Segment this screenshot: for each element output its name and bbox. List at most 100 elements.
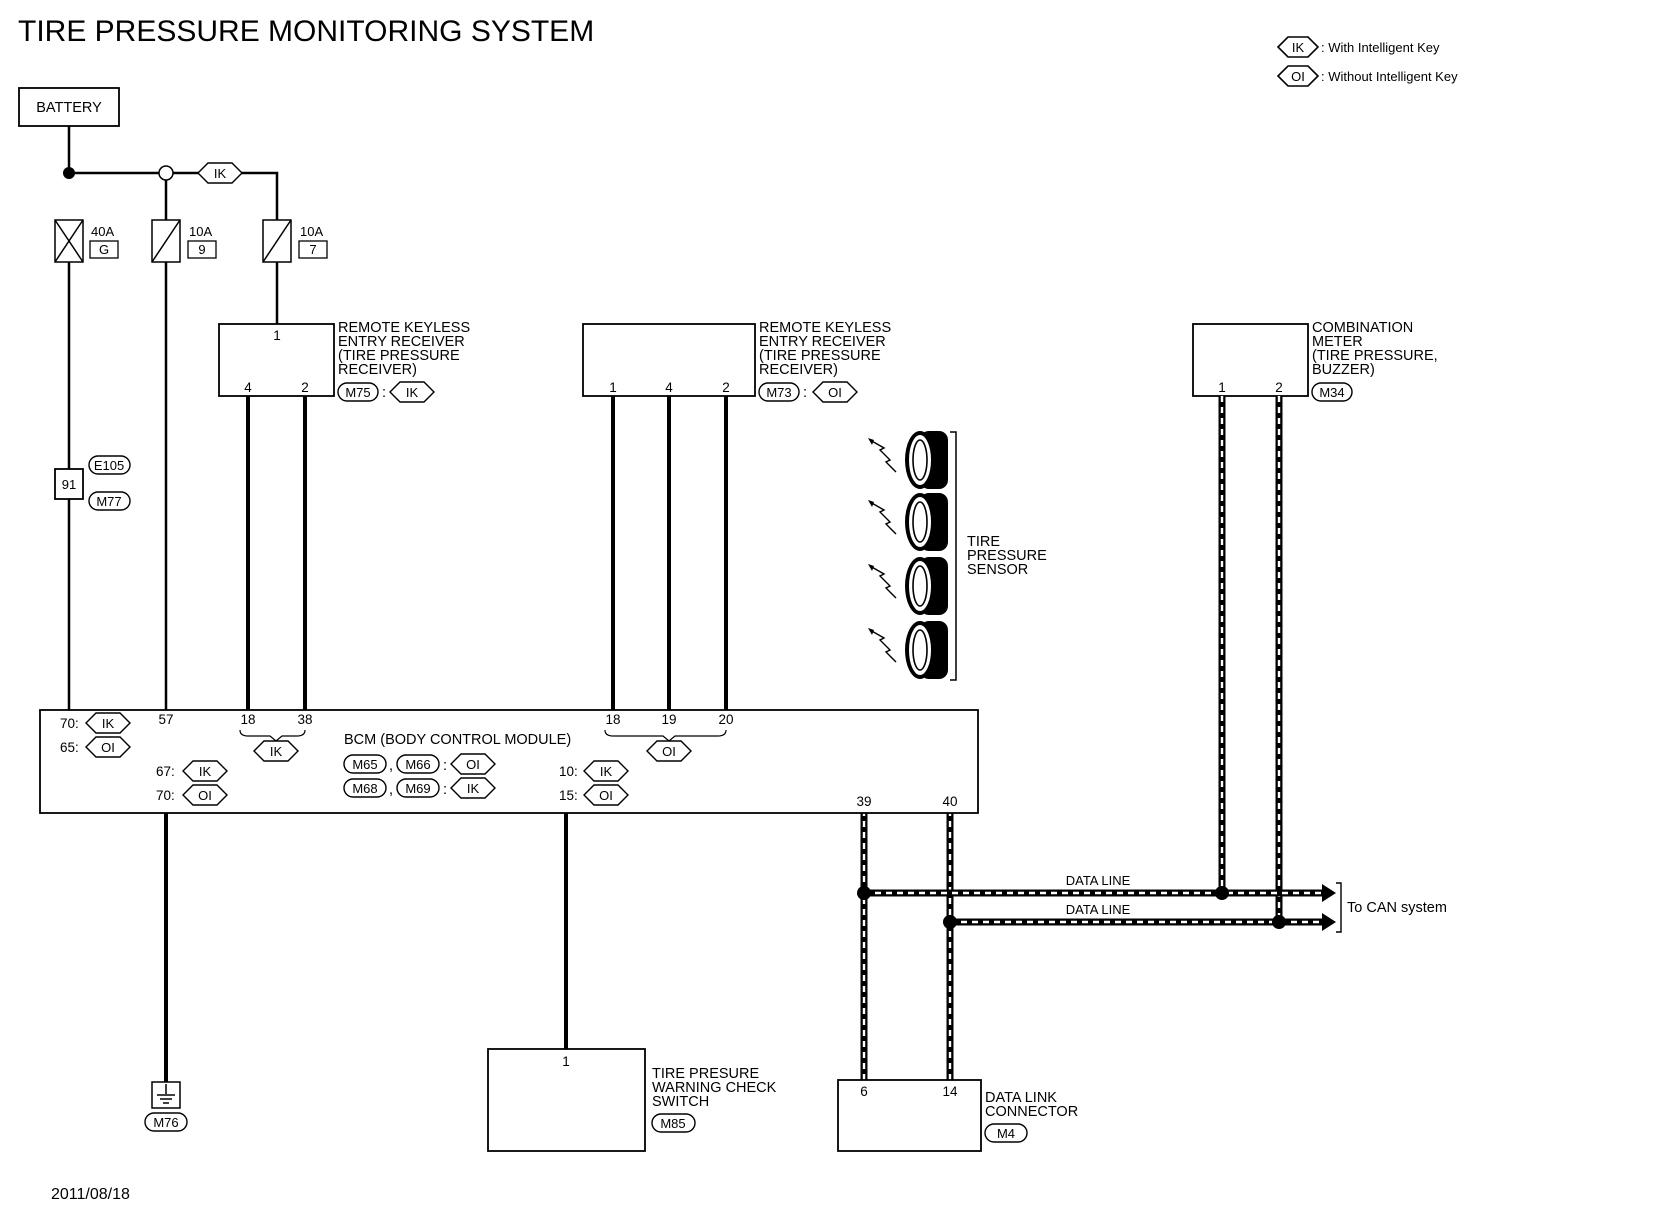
data-link-connector-pin-6: 6 — [860, 1084, 868, 1099]
fuse-10a-9-amp: 10A — [189, 224, 212, 239]
legend-ik-tag: IK — [1276, 36, 1320, 58]
bcm-pin-70-oi: 70: — [156, 788, 175, 803]
combination-meter-label-3: (TIRE PRESSURE, — [1312, 348, 1438, 364]
svg-text:OI: OI — [198, 788, 212, 803]
legend-ik-tag-text: IK — [1292, 40, 1305, 55]
bcm-pin-70: 70: — [60, 716, 79, 731]
rke-receiver-ik-colon: : — [382, 385, 386, 401]
rke-receiver-oi-label-1: REMOTE KEYLESS — [759, 320, 891, 336]
warning-switch-box — [487, 1048, 646, 1152]
fuse-10a-7-amp: 10A — [300, 224, 323, 239]
rke-receiver-ik-connector: M75 — [337, 382, 379, 402]
legend-ik-text: : With Intelligent Key — [1321, 40, 1440, 55]
rke-receiver-ik-label-1: REMOTE KEYLESS — [338, 320, 470, 336]
bcm-box — [39, 709, 979, 814]
bcm-connector-ik-tag: IK — [450, 777, 496, 799]
svg-text:M69: M69 — [405, 781, 430, 796]
rke-receiver-oi-tag-text: OI — [828, 385, 842, 400]
can-data-wires — [857, 396, 1336, 1080]
tire-icon — [904, 430, 949, 490]
bcm-connector-colon-2: : — [443, 782, 447, 798]
bcm-pin-40: 40 — [942, 794, 957, 809]
ground-icon — [151, 1081, 181, 1109]
data-link-connector-label-2: CONNECTOR — [985, 1104, 1078, 1120]
warning-switch-connector: M85 — [651, 1113, 696, 1133]
bcm-pin-65-tag: OI — [85, 736, 131, 758]
combination-meter-connector: M34 — [1311, 382, 1353, 402]
radio-wave-icon — [867, 437, 897, 473]
joint-connector-box — [54, 468, 84, 500]
combination-meter-pin-1: 1 — [1218, 380, 1226, 395]
warning-switch-connector-text: M85 — [660, 1116, 685, 1131]
bcm-pin-67-tag: IK — [182, 760, 228, 782]
joint-connector-m77: M77 — [88, 491, 131, 511]
date-stamp: 2011/08/18 — [51, 1186, 130, 1203]
bcm-pin-labels: 70: IK 65: OI 57 18 38 IK 18 19 20 OI 67… — [60, 712, 958, 809]
warning-switch-pin-1: 1 — [562, 1054, 570, 1069]
svg-text:OI: OI — [662, 744, 676, 759]
bcm-connector-m69: M69 — [396, 778, 440, 798]
fuse-40a-amp: 40A — [91, 224, 114, 239]
ground-connector-text: M76 — [153, 1115, 178, 1130]
rke-receiver-oi-colon: : — [803, 385, 807, 401]
rke-receiver-ik-pin-1: 1 — [273, 328, 281, 343]
rke-receiver-oi-tag: OI — [812, 381, 858, 403]
data-link-connector-conn-text: M4 — [997, 1126, 1015, 1141]
rke-receiver-oi-label-2: ENTRY RECEIVER — [759, 334, 886, 350]
combination-meter-connector-text: M34 — [1319, 385, 1344, 400]
bcm-pin-57: 57 — [158, 712, 173, 727]
data-link-connector-box — [837, 1079, 982, 1152]
svg-text:IK: IK — [270, 744, 283, 759]
rke-receiver-ik-pin-4: 4 — [244, 380, 252, 395]
bcm-connector-m65: M65 — [343, 754, 387, 774]
tire-icon — [904, 492, 949, 552]
data-line-label-2: DATA LINE — [1066, 902, 1131, 917]
data-link-connector-label-1: DATA LINK — [985, 1090, 1057, 1106]
splice-open — [158, 165, 174, 181]
sensor-bracket — [950, 431, 957, 681]
rke-receiver-oi-connector-text: M73 — [766, 385, 791, 400]
bcm-connector-m66: M66 — [396, 754, 440, 774]
data-link-connector-conn: M4 — [984, 1123, 1028, 1143]
joint-connector-pin: 91 — [62, 477, 76, 492]
rke-receiver-ik-label-2: ENTRY RECEIVER — [338, 334, 465, 350]
ground-connector: M76 — [144, 1112, 188, 1132]
sensor-label-1: TIRE — [967, 534, 1000, 550]
warning-switch-label-3: SWITCH — [652, 1094, 709, 1110]
rke-receiver-oi-label-3: (TIRE PRESSURE — [759, 348, 881, 364]
bcm-oi-brace-tag: OI — [646, 740, 692, 762]
tire-icon — [904, 556, 949, 616]
combination-meter-label-4: BUZZER) — [1312, 362, 1375, 378]
bcm-ik-brace-tag: IK — [253, 740, 299, 762]
combination-meter-box — [1192, 323, 1309, 397]
svg-text:M65: M65 — [352, 757, 377, 772]
bcm-pin-20: 20 — [718, 712, 733, 727]
bcm-connector-sep-2: , — [389, 782, 393, 798]
rke-receiver-ik-tag-text: IK — [406, 385, 419, 400]
fuse-10a-7-id: 7 — [309, 242, 316, 257]
fuse-10a-7: 10A 7 — [262, 219, 328, 263]
bcm-connector-oi-tag: OI — [450, 753, 496, 775]
bcm-pin-38: 38 — [297, 712, 312, 727]
combination-meter-pin-2: 2 — [1275, 380, 1283, 395]
bcm-pin-70-tag: IK — [85, 712, 131, 734]
rke-receiver-ik-connector-text: M75 — [345, 385, 370, 400]
splice-dot — [63, 167, 75, 179]
rke-receiver-oi-pin-4: 4 — [665, 380, 673, 395]
bcm-pin-15-tag: OI — [583, 784, 629, 806]
fusible-ik-text: IK — [214, 166, 227, 181]
battery-label: BATTERY — [36, 100, 102, 116]
bcm-pin-10: 10: — [559, 764, 578, 779]
battery-bus-wire — [67, 126, 279, 220]
bcm-connector-colon-1: : — [443, 758, 447, 774]
rke-receiver-ik-tag: IK — [389, 381, 435, 403]
rke-receiver-ik-label-3: (TIRE PRESSURE — [338, 348, 460, 364]
joint-connector-e105-text: E105 — [94, 458, 124, 473]
rke-receiver-ik-box — [218, 323, 335, 397]
rke-receiver-oi-pin-1: 1 — [609, 380, 617, 395]
sensor-label-3: SENSOR — [967, 562, 1028, 578]
bcm-title: BCM (BODY CONTROL MODULE) — [344, 732, 571, 748]
fuse-40a-id: G — [99, 242, 109, 257]
bcm-pin-18-ik: 18 — [240, 712, 255, 727]
